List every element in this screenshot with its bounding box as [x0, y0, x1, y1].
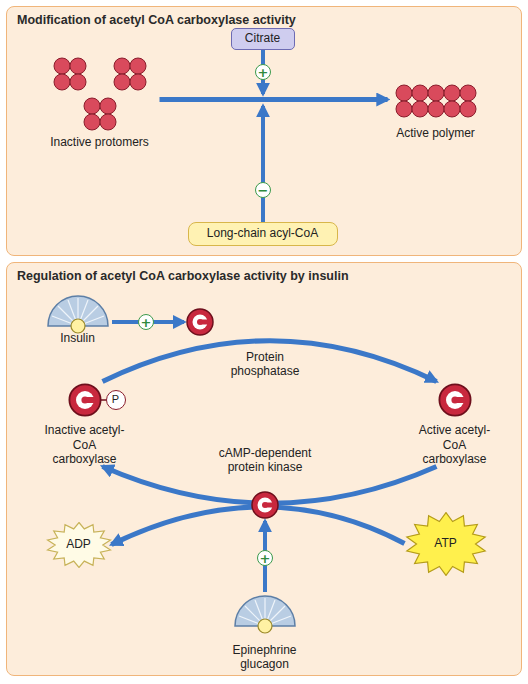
protomer-group: Inactive protomers — [40, 52, 160, 150]
panel: Modification of acetyl CoA carboxylase a… — [6, 6, 522, 256]
regulation-sign: + — [138, 314, 154, 330]
starburst-shape — [406, 512, 484, 575]
panel-title: Regulation of acetyl CoA carboxylase act… — [7, 263, 349, 283]
starburst-node: ATP — [405, 512, 487, 576]
regulation-sign: + — [257, 550, 273, 566]
node-label: Insulin — [60, 331, 95, 345]
node-label: Citrate — [245, 31, 280, 45]
edge-label: Protein phosphatase — [220, 350, 310, 379]
panel-title: Modification of acetyl CoA carboxylase a… — [7, 7, 296, 27]
regulation-sign: − — [255, 182, 271, 198]
node-label: Inactive acetyl-CoA carboxylase — [40, 423, 130, 466]
node-label: Active acetyl-CoA carboxylase — [410, 423, 500, 466]
regulation-sign: + — [255, 64, 271, 80]
phosphate-circle: P — [106, 390, 126, 410]
inhibitor-box: Long-chain acyl-CoA — [188, 222, 338, 246]
receptor-node: Insulin — [38, 290, 118, 346]
node-label: Inactive protomers — [50, 135, 149, 149]
node-label: Long-chain acyl-CoA — [207, 226, 318, 240]
node-label: ATP — [434, 536, 456, 550]
node-label: Epinephrine glucagon — [220, 643, 310, 672]
node-label: ADP — [66, 537, 91, 551]
starburst-shape — [47, 522, 110, 567]
node-label: Active polymer — [396, 126, 475, 140]
edge-label: cAMP-dependent protein kinase — [210, 446, 320, 475]
receptor-node: Epinephrine glucagon — [220, 590, 310, 672]
enzyme-node: Active acetyl-CoA carboxylase — [410, 382, 500, 467]
starburst-node: ADP — [46, 522, 112, 568]
node-label: P — [112, 393, 119, 406]
effector-box: Citrate — [231, 28, 295, 50]
polymer-group: Active polymer — [388, 83, 484, 141]
